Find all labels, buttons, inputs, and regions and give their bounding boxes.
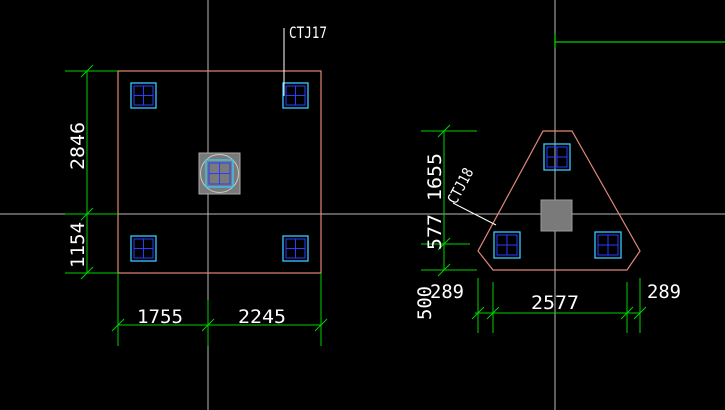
dim-tick-1 <box>471 306 485 320</box>
pile-cap-ctj17[interactable]: CTJ17 <box>117 23 327 274</box>
dim-text-500: 500 <box>414 286 436 320</box>
pile-bottom-right[interactable] <box>282 235 309 262</box>
dim-tick-mid <box>80 207 94 221</box>
pile-bottom-left[interactable] <box>493 231 521 259</box>
pile-top-right[interactable] <box>282 82 309 109</box>
cap-outline-ctj17 <box>117 70 322 274</box>
partial-element-top-right <box>554 34 725 48</box>
dim-text-289-left: 289 <box>430 281 464 303</box>
pile-outer <box>130 82 157 109</box>
column-center-ctj17[interactable] <box>198 152 241 195</box>
dim-tick-top <box>80 64 94 78</box>
pile-outer <box>493 231 521 259</box>
dim-tick-bottom <box>80 266 94 280</box>
dim-text-2577: 2577 <box>531 292 579 314</box>
pile-top-left[interactable] <box>130 82 157 109</box>
cap-outline-ctj18 <box>477 130 641 271</box>
dim-tick-right <box>314 318 328 332</box>
dim-text-577: 577 <box>424 214 446 250</box>
pile-top[interactable] <box>543 143 571 171</box>
dim-tick-left <box>111 318 125 332</box>
pile-outer <box>594 231 622 259</box>
dimension-horizontal-ctj18 <box>471 278 647 333</box>
dim-tick-2 <box>486 306 500 320</box>
dimension-vertical-ctj18 <box>421 124 477 277</box>
pile-outer <box>130 235 157 262</box>
dim-text-2245: 2245 <box>238 306 286 328</box>
pile-outer <box>282 82 309 109</box>
dimension-horizontal-ctj17 <box>111 273 328 346</box>
dimension-vertical-ctj17 <box>65 64 118 280</box>
leader-ctj17: CTJ17 <box>283 23 327 96</box>
dim-text-289-right: 289 <box>647 281 681 303</box>
dim-tick-top <box>437 124 451 138</box>
pile-outer <box>205 159 234 188</box>
leader-line <box>452 202 497 226</box>
dim-tick-mid <box>437 237 451 251</box>
dim-tick-bottom <box>437 263 451 277</box>
dim-text-1655: 1655 <box>424 153 446 201</box>
pile-outer <box>282 235 309 262</box>
column-center-ctj18[interactable] <box>540 199 573 232</box>
dim-tick-4 <box>633 306 647 320</box>
dim-tick-mid <box>201 318 215 332</box>
dim-text-2846: 2846 <box>67 122 89 170</box>
dim-text-1755: 1755 <box>137 306 183 328</box>
column-circle <box>200 154 239 193</box>
dim-tick-3 <box>620 306 634 320</box>
pile-bottom-right[interactable] <box>594 231 622 259</box>
cap-label-ctj17: CTJ17 <box>289 23 327 42</box>
dim-text-1154: 1154 <box>67 222 89 268</box>
pile-outer <box>543 143 571 171</box>
pile-bottom-left[interactable] <box>130 235 157 262</box>
